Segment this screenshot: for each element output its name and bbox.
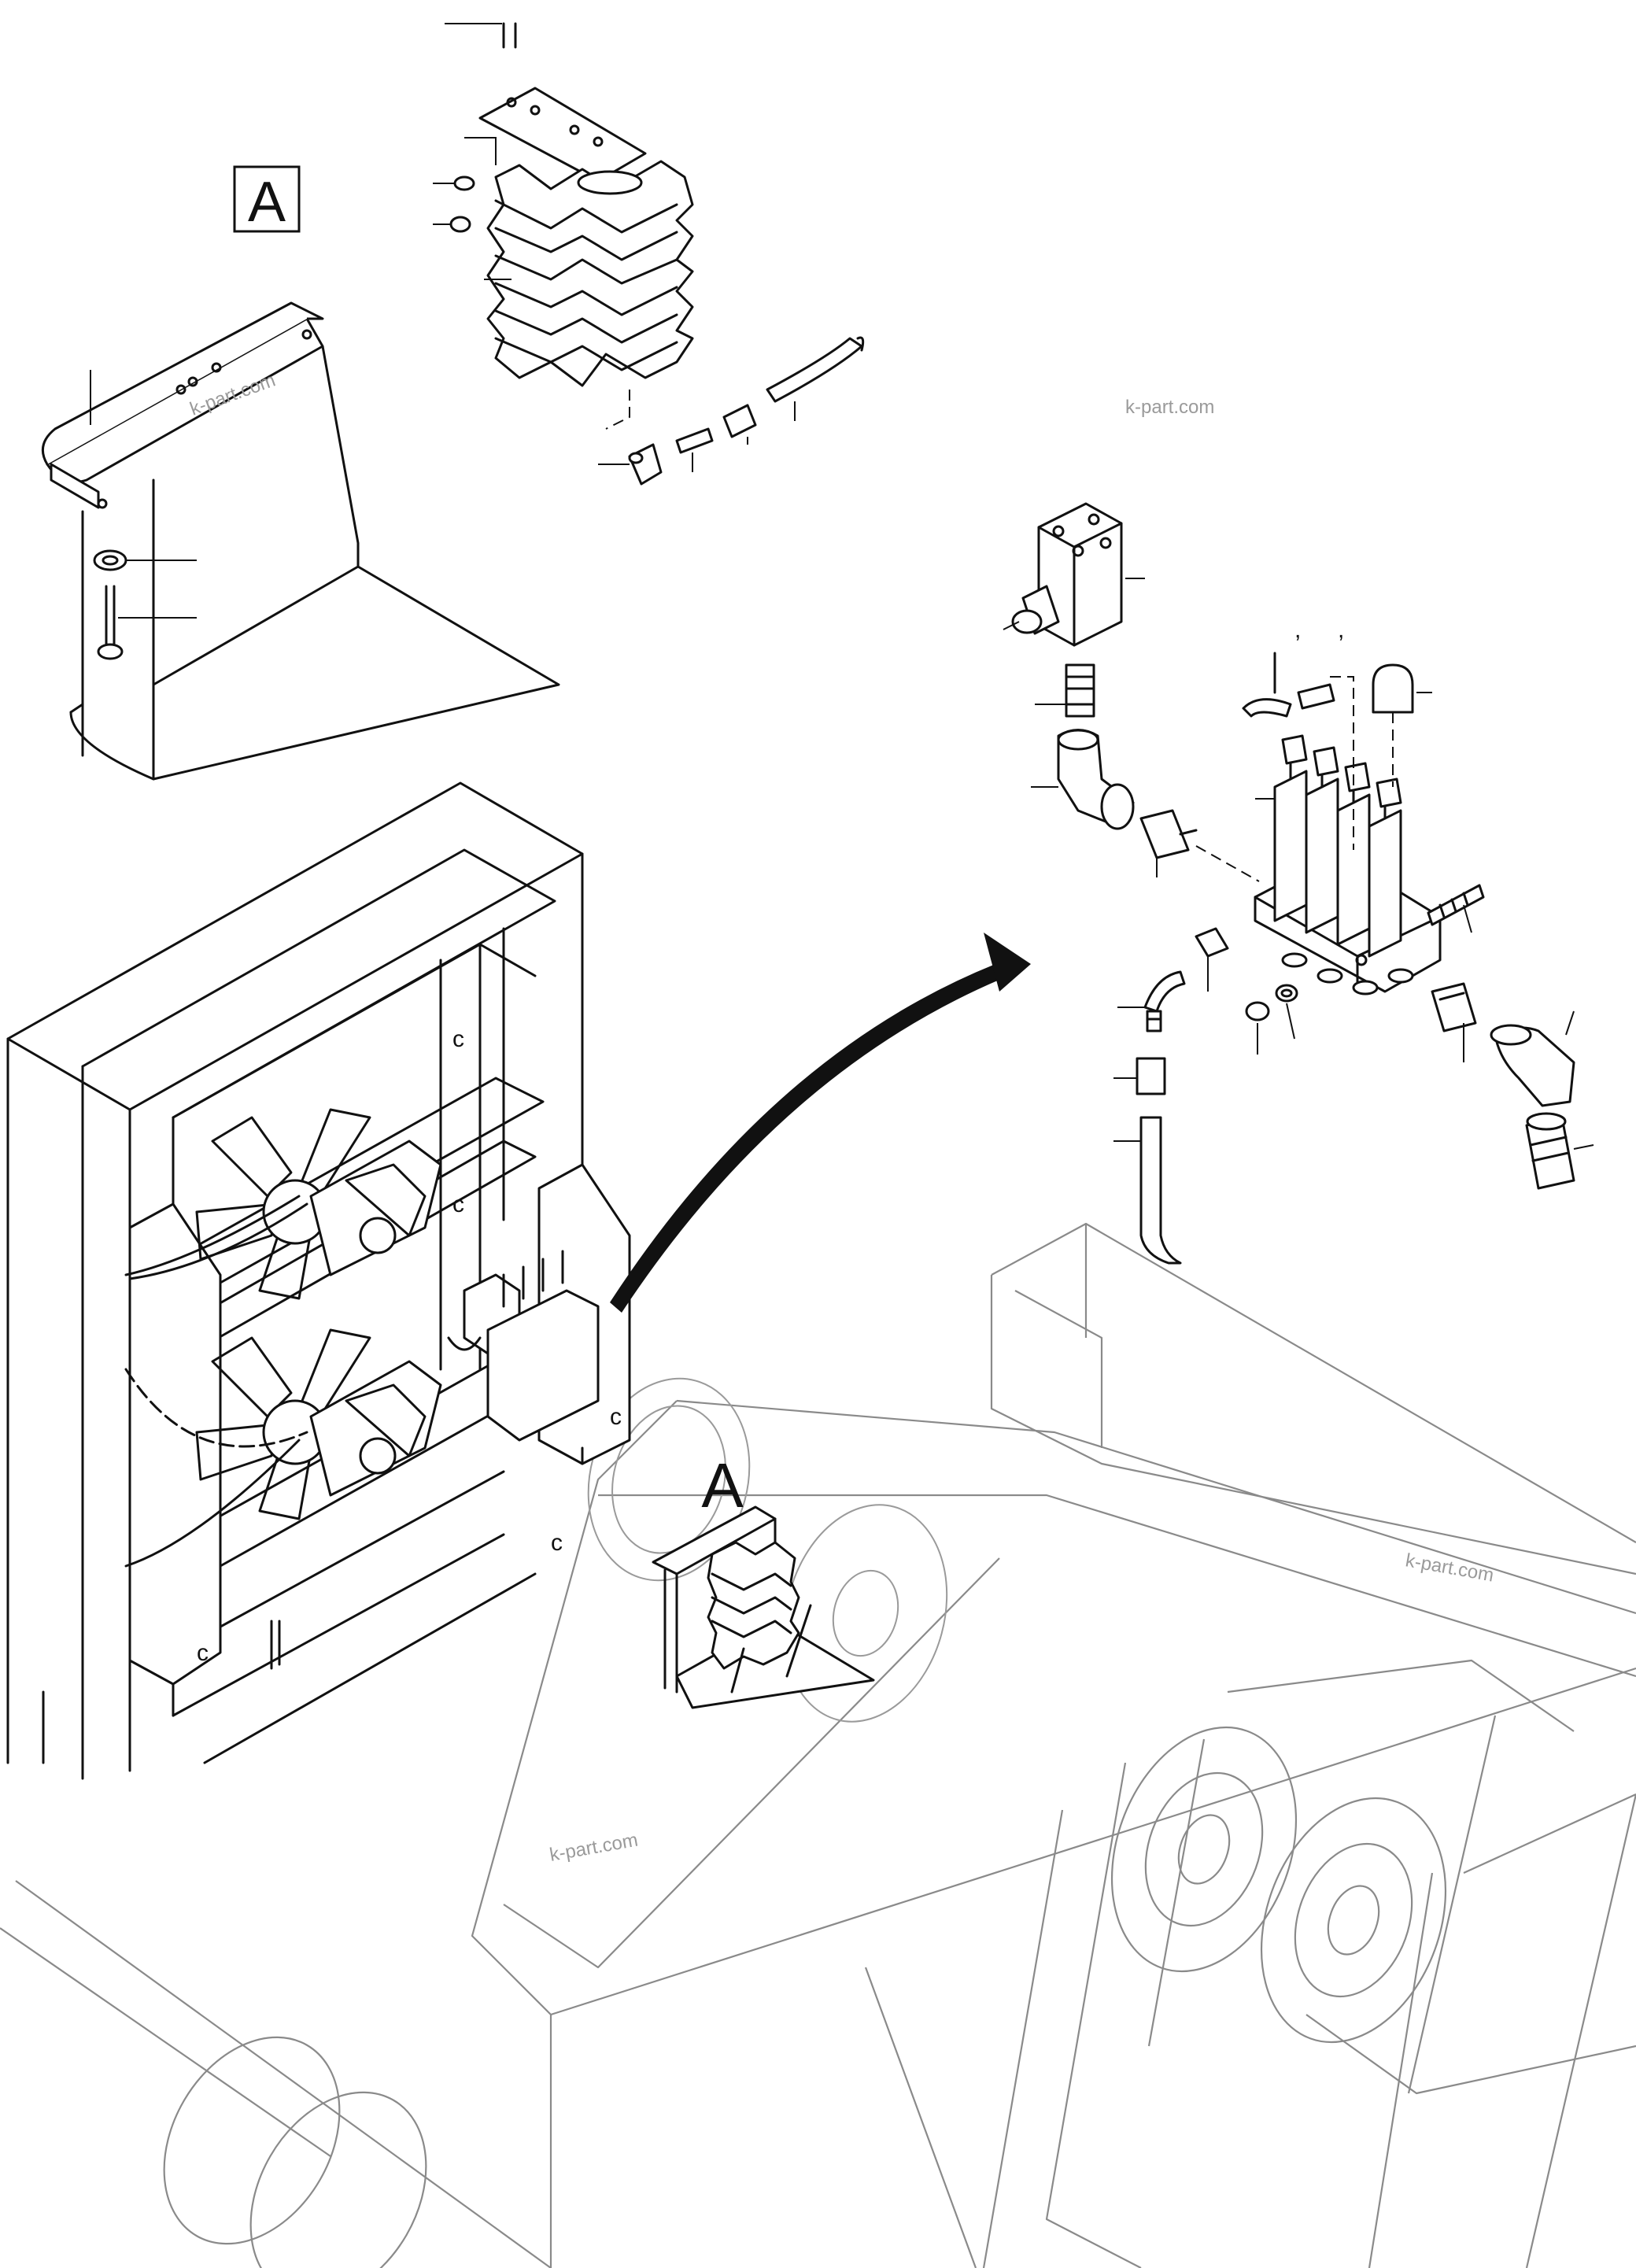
svg-text:c: c — [452, 1191, 464, 1217]
frame-valve-block — [447, 1250, 600, 1442]
distributor-accessories: , , — [1242, 617, 1485, 1055]
inlet-fittings — [1113, 927, 1229, 1265]
frame-bushings — [163, 1377, 1447, 2268]
tick-1: , — [1294, 617, 1301, 643]
tick-2: , — [1338, 617, 1344, 643]
detail-a-label-box: A — [233, 165, 301, 234]
top-hose-fittings — [598, 336, 865, 486]
lower-fan — [124, 1328, 442, 1568]
distributor-block — [1254, 734, 1442, 995]
mounting-bracket — [41, 301, 560, 781]
svg-text:c: c — [452, 1026, 464, 1052]
cooler-frame: c c c c c — [6, 781, 631, 1780]
svg-text:c: c — [610, 1404, 622, 1430]
solenoid-valve — [1003, 502, 1145, 647]
callout-a: A — [652, 1450, 875, 1709]
rubber-buffer-stack — [433, 22, 694, 430]
watermark-4: k-part.com — [548, 1830, 639, 1866]
callout-a-label: A — [701, 1450, 744, 1520]
fittings-chain — [1031, 663, 1260, 882]
outlet-fittings — [1431, 982, 1594, 1190]
svg-text:c: c — [197, 1640, 209, 1666]
watermark-2: k-part.com — [1125, 397, 1214, 418]
detail-arrow — [610, 933, 1031, 1313]
machine-frame-outline — [0, 1222, 1636, 2268]
detail-a-label: A — [248, 171, 286, 234]
upper-fan — [124, 1108, 442, 1300]
svg-text:c: c — [551, 1530, 563, 1556]
